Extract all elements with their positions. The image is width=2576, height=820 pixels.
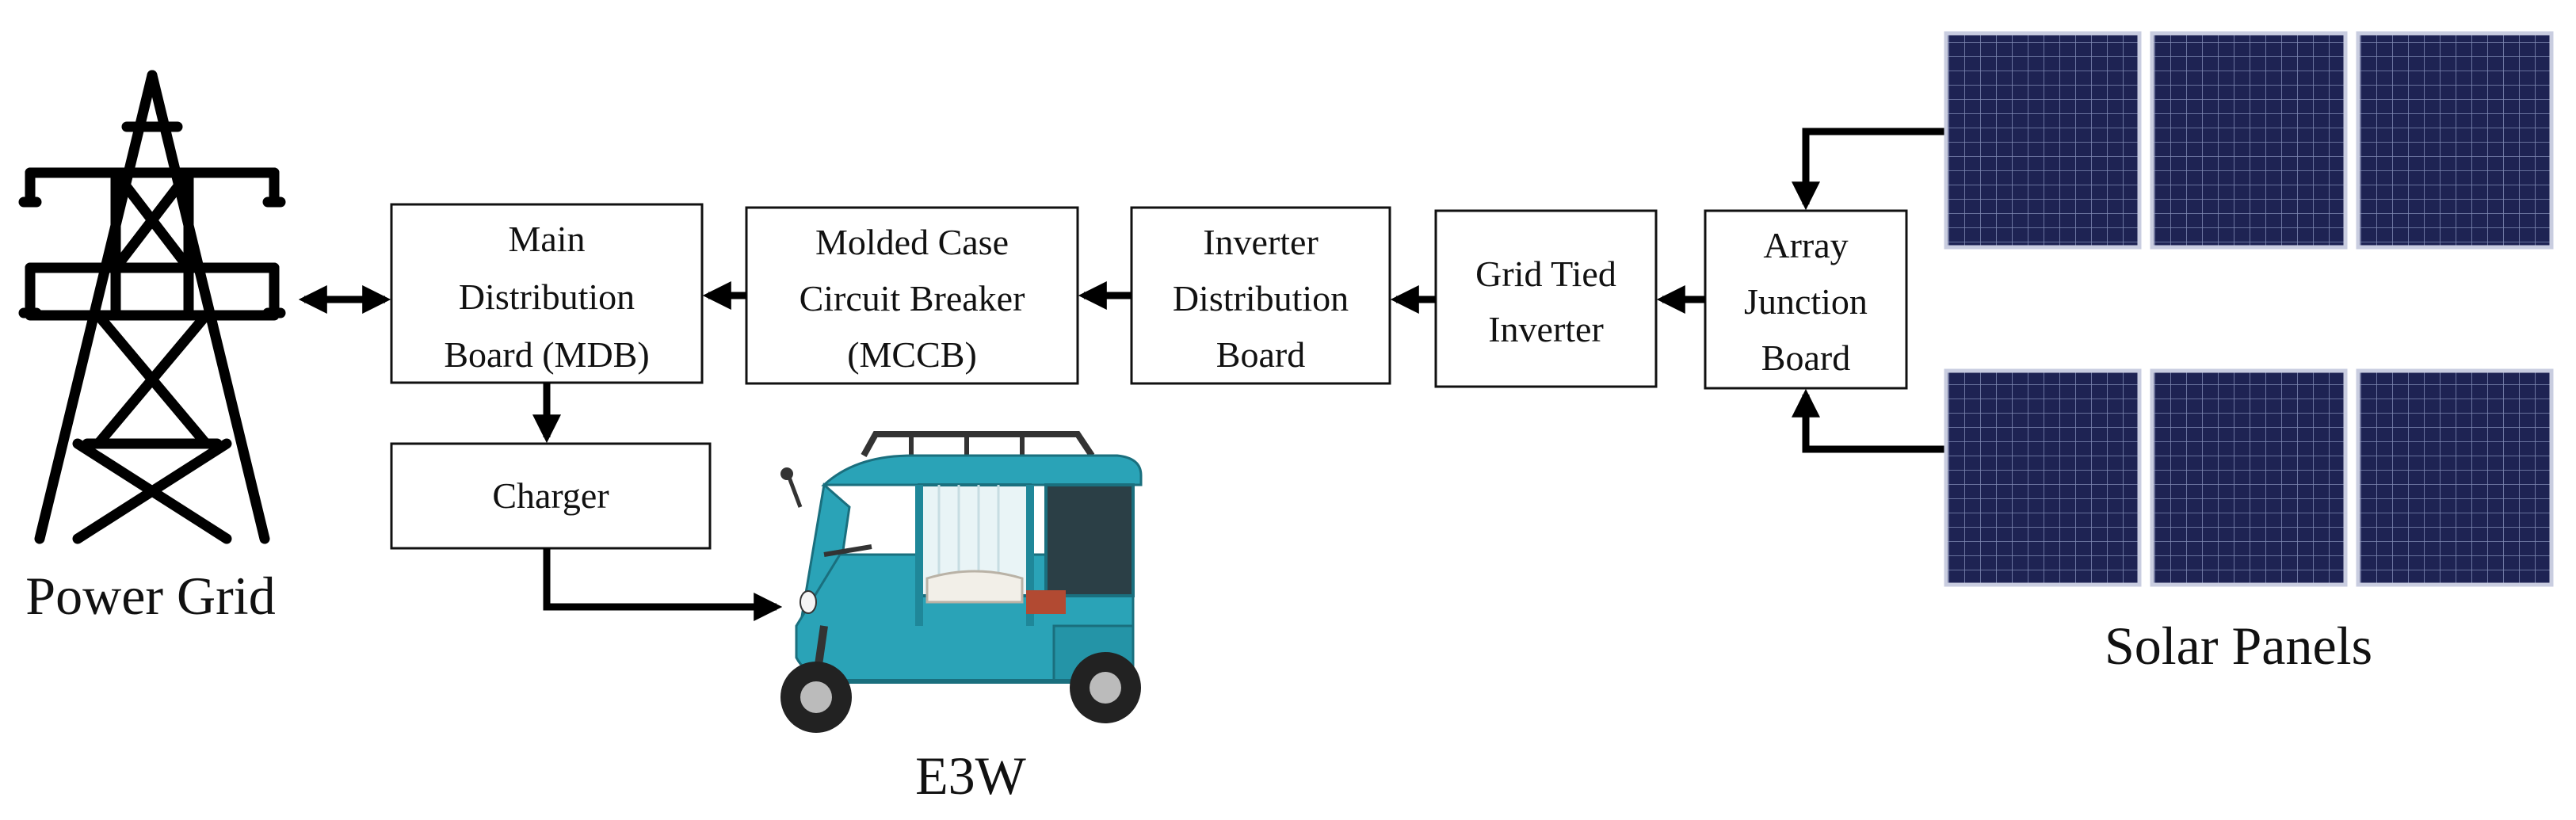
- power-grid-label: Power Grid: [25, 566, 275, 626]
- mccb-box: Molded Case Circuit Breaker (MCCB): [745, 206, 1079, 385]
- transmission-tower-icon: [18, 70, 286, 544]
- mccb-line-2: Circuit Breaker: [800, 278, 1025, 318]
- mccb-line-3: (MCCB): [847, 334, 977, 375]
- ajb-line-1: Array: [1763, 225, 1848, 265]
- idb-line-2: Distribution: [1173, 278, 1349, 318]
- idb-line-1: Inverter: [1203, 222, 1319, 262]
- solar-panel-array-top: [1944, 31, 2554, 250]
- mccb-line-1: Molded Case: [815, 222, 1009, 262]
- ajb-line-2: Junction: [1744, 281, 1868, 322]
- charger-label: Charger: [492, 475, 609, 516]
- vehicle-front-wheel: [780, 662, 852, 733]
- charger-to-e3w-arrow: [543, 548, 783, 621]
- solar-panel-array-bottom: [1944, 368, 2554, 587]
- inverter-line-2: Inverter: [1488, 309, 1604, 349]
- mdb-line-1: Main: [508, 219, 585, 259]
- mdb-line-3: Board (MDB): [444, 334, 649, 375]
- ajb-line-3: Board: [1761, 338, 1850, 378]
- electric-three-wheeler-icon: [780, 431, 1143, 733]
- solar-panel-icon: [1944, 31, 2554, 587]
- top-panels-to-ajb-arrow: [1792, 128, 1946, 211]
- charger-box: Charger: [390, 442, 712, 550]
- solar-panels-label: Solar Panels: [2105, 616, 2372, 676]
- inverter-line-1: Grid Tied: [1475, 254, 1616, 294]
- vehicle-rear-wheel: [1070, 652, 1141, 723]
- array-junction-board-box: Array Junction Board: [1704, 209, 1908, 390]
- inverter-distribution-board-box: Inverter Distribution Board: [1130, 206, 1391, 385]
- main-distribution-board-box: Main Distribution Board (MDB): [390, 203, 704, 384]
- idb-line-3: Board: [1216, 334, 1305, 375]
- mdb-line-2: Distribution: [459, 277, 635, 317]
- grid-tied-inverter-box: Grid Tied Inverter: [1434, 209, 1658, 388]
- e3w-label: E3W: [915, 746, 1027, 806]
- bottom-panels-to-ajb-arrow: [1792, 388, 1946, 453]
